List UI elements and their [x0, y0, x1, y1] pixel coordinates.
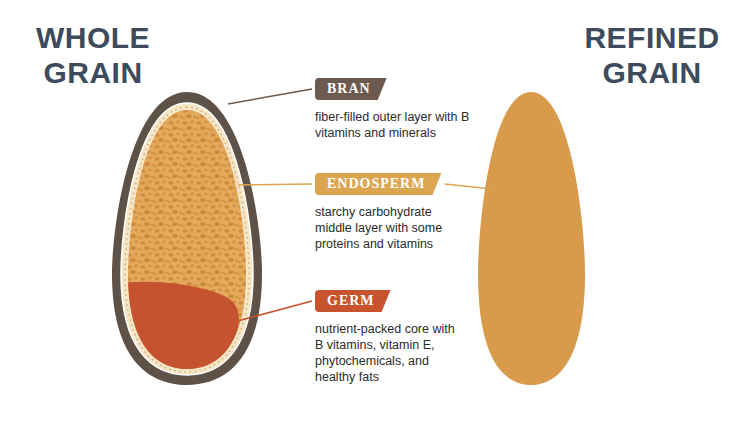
bran-leader	[228, 89, 312, 104]
callout-tag: ENDOSPERM starchy carbohydrate middle lay…	[315, 173, 467, 252]
part-description: fiber-filled outer layer with B vitamins…	[315, 109, 500, 141]
refined-grain	[478, 92, 585, 385]
part-name: GERM	[315, 290, 391, 312]
callout-tag: GERM nutrient-packed core with B vitamins…	[315, 290, 463, 385]
endosperm-leader	[238, 184, 312, 185]
endosperm-leader-refined	[444, 184, 492, 189]
grain-heading: WHOLE GRAIN	[22, 20, 164, 90]
grain-heading: REFINED GRAIN	[570, 20, 734, 90]
part-description: nutrient-packed core with B vitamins, vi…	[315, 321, 463, 385]
callout-tag: BRAN fiber-filled outer layer with B vita…	[315, 78, 500, 141]
germ-shape	[110, 282, 239, 400]
part-name: ENDOSPERM	[315, 173, 441, 195]
germ-leader	[234, 301, 312, 322]
part-name: BRAN	[315, 78, 387, 100]
part-description: starchy carbohydrate middle layer with s…	[315, 204, 467, 252]
